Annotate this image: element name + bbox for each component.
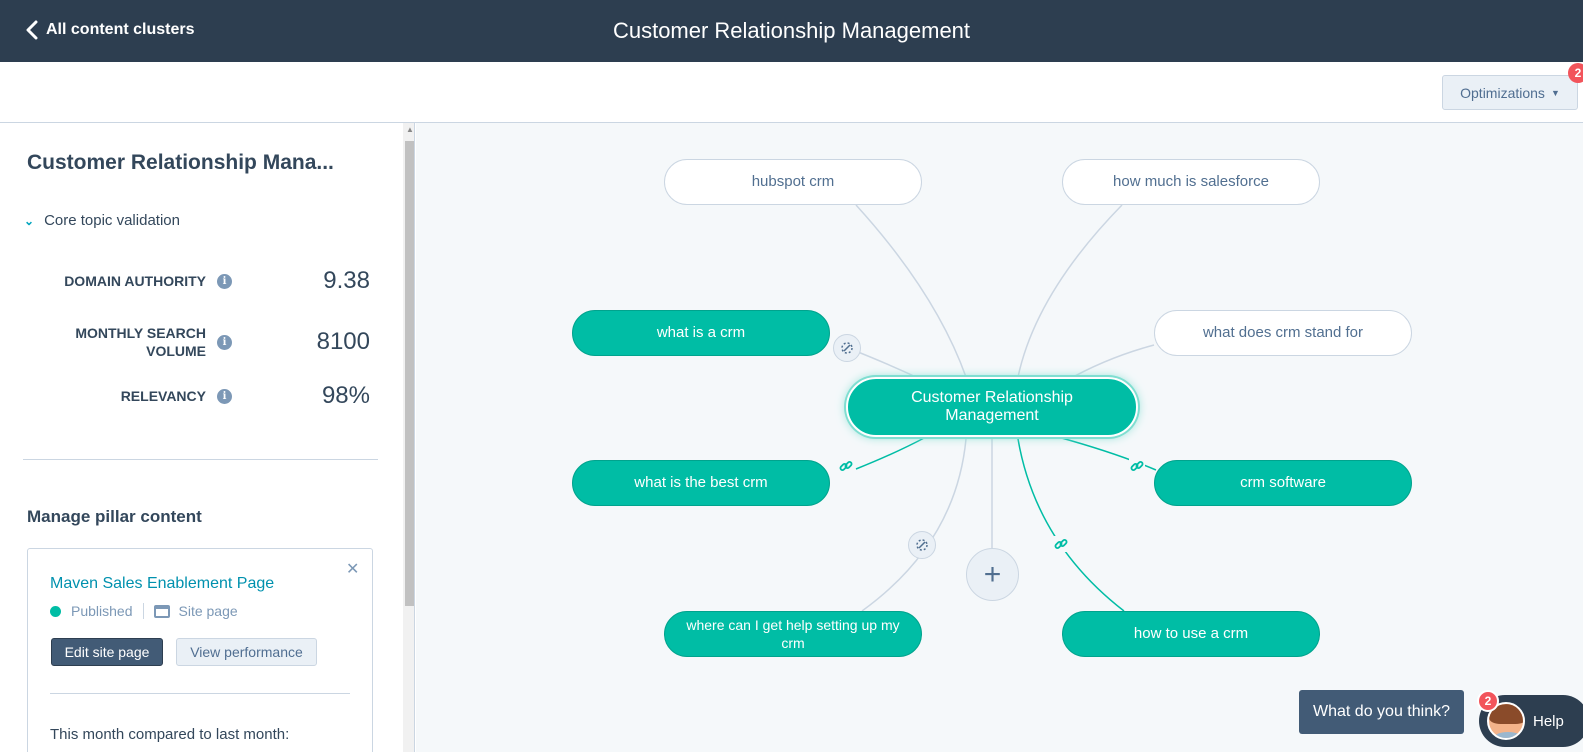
subtopic-node[interactable]: what is a crm [572,310,830,356]
info-icon[interactable]: i [217,273,232,289]
subtopic-node[interactable]: hubspot crm [664,159,922,205]
info-icon[interactable]: i [217,334,232,350]
metric-label: MONTHLY SEARCH VOLUME [75,325,206,359]
page-title: Customer Relationship Management [612,18,971,43]
page-type-label: Site page [178,603,238,619]
connector-lines [847,204,1157,612]
pillar-content-card: Maven Sales Enablement Page ✕ Published … [27,548,373,752]
broken-link-icon[interactable] [908,531,936,559]
chevron-down-icon: ⌄ [24,213,35,228]
add-subtopic-button[interactable]: + [966,548,1019,601]
published-status-dot [50,605,61,617]
subtopic-node[interactable]: how to use a crm [1062,611,1320,657]
avatar-hair [1489,704,1523,724]
connector-line [861,438,967,612]
pillar-page-link[interactable]: Maven Sales Enablement Page [50,575,275,592]
connector-line [1065,344,1155,382]
optimizations-count-badge: 2 [1568,63,1583,83]
section-divider [23,459,378,460]
edit-site-page-button[interactable]: Edit site page [51,638,163,666]
subtopic-node[interactable]: what is the best crm [572,460,830,506]
toolbar: Optimizations ▼ 2 [0,62,1583,123]
scrollbar-thumb[interactable] [405,141,414,606]
view-performance-button[interactable]: View performance [176,638,317,666]
card-divider [50,693,350,694]
back-to-content-clusters-link[interactable]: All content clusters [26,20,194,40]
chevron-left-icon [26,20,38,40]
metric-monthly-search-volume: MONTHLY SEARCH VOLUME i 8100 [30,324,370,360]
comparison-text: This month compared to last month: [50,726,290,743]
info-icon[interactable]: i [217,388,232,404]
connector-line [855,204,967,378]
sidebar-title: Customer Relationship Mana... [27,151,334,174]
separator [142,603,144,619]
core-topic-validation-toggle[interactable]: ⌄ Core topic validation [24,212,180,229]
connector-line [1017,204,1123,378]
validation-toggle-label: Core topic validation [44,212,180,229]
subtopic-node[interactable]: how much is salesforce [1062,159,1320,205]
connector-line [1057,436,1157,471]
connector-line [1017,438,1125,612]
metric-value: 8100 [316,328,370,355]
metric-domain-authority: DOMAIN AUTHORITY i 9.38 [30,267,370,295]
site-page-icon [153,604,170,618]
link-icon[interactable] [838,458,854,474]
link-icon[interactable] [1129,458,1145,474]
back-link-label: All content clusters [46,21,195,38]
sidebar-panel: Customer Relationship Mana... ⌄ Core top… [0,123,415,752]
broken-link-icon[interactable] [833,334,861,362]
manage-pillar-title: Manage pillar content [27,507,202,526]
subtopic-node[interactable]: what does crm stand for [1154,310,1412,356]
metric-label: RELEVANCY [120,388,206,404]
metric-value: 9.38 [323,267,370,294]
top-navigation-bar: All content clusters Customer Relationsh… [0,0,1583,62]
help-label: Help [1533,712,1564,730]
optimizations-dropdown-button[interactable]: Optimizations ▼ [1442,75,1578,110]
metric-relevancy: RELEVANCY i 98% [30,382,370,410]
help-notification-badge: 2 [1477,690,1499,712]
optimizations-label: Optimizations [1460,84,1545,101]
subtopic-node[interactable]: crm software [1154,460,1412,506]
close-icon[interactable]: ✕ [346,561,360,578]
cluster-map-canvas: hubspot crm how much is salesforce what … [416,123,1583,752]
metric-value: 98% [321,382,370,409]
connector-line [855,436,927,470]
caret-down-icon: ▼ [1550,87,1560,98]
scroll-up-arrow-icon[interactable]: ▲ [406,125,414,134]
pillar-status-row: Published Site page [50,603,238,619]
metric-label: DOMAIN AUTHORITY [64,273,206,289]
sidebar-scrollbar[interactable]: ▲ [403,123,414,752]
status-label: Published [71,603,133,619]
link-icon[interactable] [1053,536,1069,552]
avatar-shirt [1493,732,1523,738]
subtopic-node[interactable]: where can I get help setting up my crm [664,611,922,657]
core-topic-node[interactable]: Customer Relationship Management [846,377,1138,437]
feedback-button[interactable]: What do you think? [1299,690,1464,734]
